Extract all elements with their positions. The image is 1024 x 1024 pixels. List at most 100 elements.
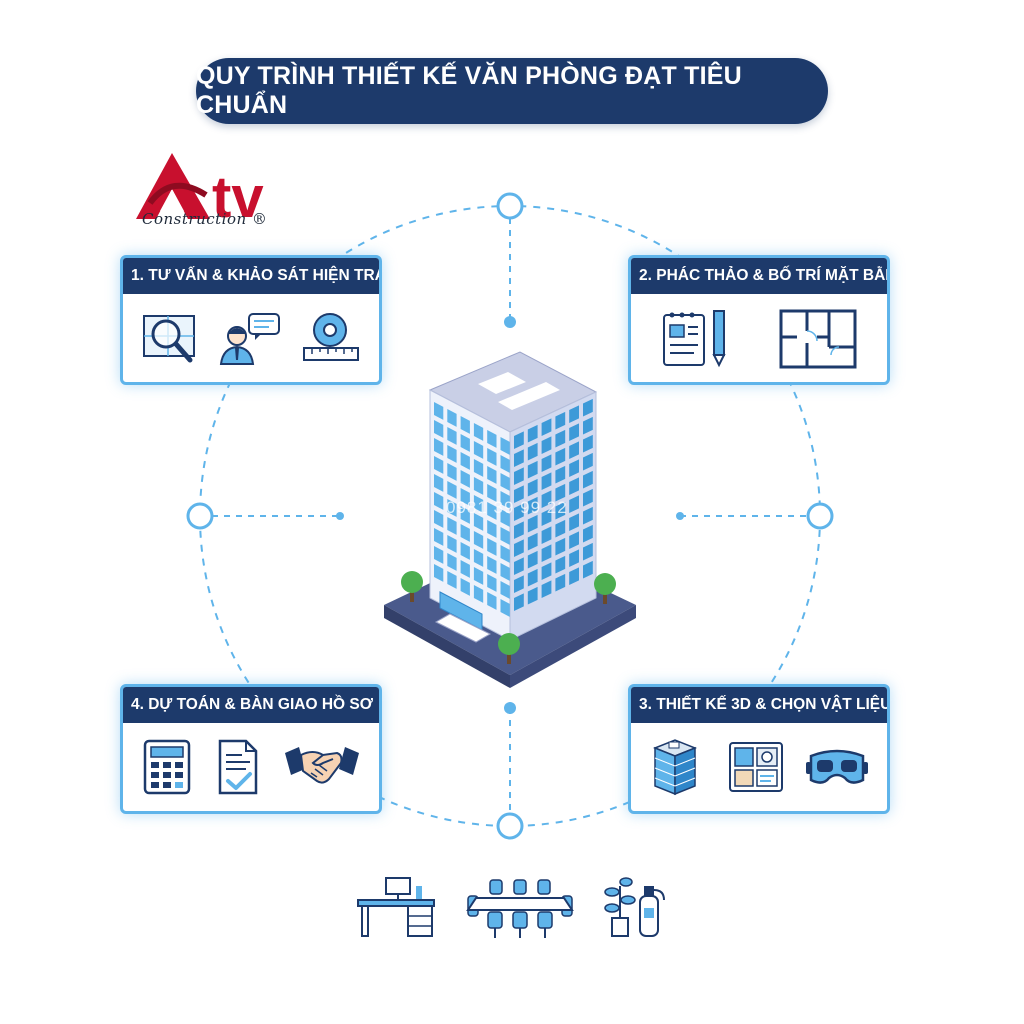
building-window: [460, 434, 470, 452]
building-window: [583, 506, 593, 525]
ring-node-left: [186, 502, 214, 530]
document-check-icon: [218, 739, 258, 795]
building-window: [500, 509, 510, 527]
building-window: [500, 491, 510, 509]
building-window: [514, 431, 524, 449]
logo-subtitle: Construction ®: [142, 210, 268, 228]
building-window: [434, 492, 444, 510]
svg-text:tv: tv: [212, 165, 264, 230]
building-window: [434, 510, 444, 528]
building-window: [460, 542, 470, 560]
material-swatch-icon: [729, 742, 783, 792]
building-window: [569, 495, 579, 513]
building-window: [447, 409, 457, 427]
building-window: [527, 460, 538, 479]
building-window: [487, 592, 497, 610]
building-window: [541, 418, 552, 436]
building-window: [487, 556, 497, 574]
building-window: [527, 532, 538, 551]
ring-dot-right: [676, 512, 684, 520]
office-building-icon: [384, 351, 636, 688]
building-window: [487, 484, 497, 502]
building-window: [487, 448, 497, 466]
building-window: [541, 580, 552, 598]
building-window: [541, 544, 552, 562]
building-window: [473, 513, 484, 531]
building-window: [569, 459, 579, 477]
step-card-1: 1. TƯ VẤN & KHẢO SÁT HIỆN TRẠNG: [120, 255, 382, 385]
step-1-label: 1. TƯ VẤN & KHẢO SÁT HIỆN TRẠNG: [123, 258, 379, 294]
building-window: [541, 490, 552, 508]
building-window: [447, 499, 457, 517]
ring-node-bottom: [496, 812, 524, 840]
building-window: [460, 452, 470, 470]
building-window: [447, 445, 457, 463]
building-window: [569, 531, 579, 549]
building-window: [583, 560, 593, 579]
building-window: [583, 488, 593, 507]
building-window: [434, 474, 444, 492]
building-window: [555, 573, 566, 592]
footer-icon-row: [357, 877, 665, 938]
building-window: [527, 424, 538, 443]
building-window: [447, 427, 457, 445]
building-window: [514, 503, 524, 521]
building-window: [555, 411, 566, 430]
building-window: [541, 472, 552, 490]
phone-watermark: 0981 39 99 22: [446, 498, 568, 517]
ring-node-right: [806, 502, 834, 530]
building-window: [487, 574, 497, 592]
building-window: [569, 477, 579, 495]
building-window: [527, 586, 538, 605]
building-window: [447, 535, 457, 553]
3d-building-icon: [652, 739, 698, 796]
building-window: [555, 537, 566, 556]
building-window: [541, 454, 552, 472]
building-window: [514, 521, 524, 539]
building-window: [555, 483, 566, 502]
building-window: [460, 578, 470, 596]
building-window: [473, 585, 484, 603]
building-window: [541, 526, 552, 544]
building-window: [555, 465, 566, 484]
building-window: [514, 467, 524, 485]
step-card-4: 4. DỰ TOÁN & BÀN GIAO HỒ SƠ: [120, 684, 382, 814]
ring-dot-left: [336, 512, 344, 520]
building-window: [487, 466, 497, 484]
tree-icon: [498, 633, 520, 664]
building-window: [473, 531, 484, 549]
building-window: [473, 549, 484, 567]
building-window: [541, 562, 552, 580]
building-window: [583, 398, 593, 417]
building-window: [527, 442, 538, 461]
floor-plan-icon: [779, 309, 856, 369]
building-window: [514, 485, 524, 503]
building-window: [527, 550, 538, 569]
building-window: [514, 449, 524, 467]
handshake-icon: [284, 747, 359, 784]
building-window: [487, 520, 497, 538]
building-window: [500, 437, 510, 455]
building-window: [527, 568, 538, 587]
building-window: [514, 539, 524, 557]
ring-dot-top: [504, 316, 516, 328]
building-window: [583, 470, 593, 489]
building-window: [514, 593, 524, 611]
tree-icon: [401, 571, 423, 602]
building-window: [569, 423, 579, 441]
step-4-label: 4. DỰ TOÁN & BÀN GIAO HỒ SƠ: [123, 687, 379, 723]
building-window: [555, 519, 566, 538]
building-window: [500, 563, 510, 581]
step-2-label: 2. PHÁC THẢO & BỐ TRÍ MẶT BẰNG: [631, 258, 887, 294]
building-window: [569, 567, 579, 585]
building-window: [460, 524, 470, 542]
building-window: [500, 599, 510, 617]
window-grid-left: [434, 402, 510, 617]
building-window: [447, 553, 457, 571]
building-window: [460, 560, 470, 578]
building-window: [434, 564, 444, 582]
building-window: [555, 501, 566, 520]
building-window: [460, 488, 470, 506]
building-window: [447, 463, 457, 481]
ring-node-top: [496, 192, 524, 220]
